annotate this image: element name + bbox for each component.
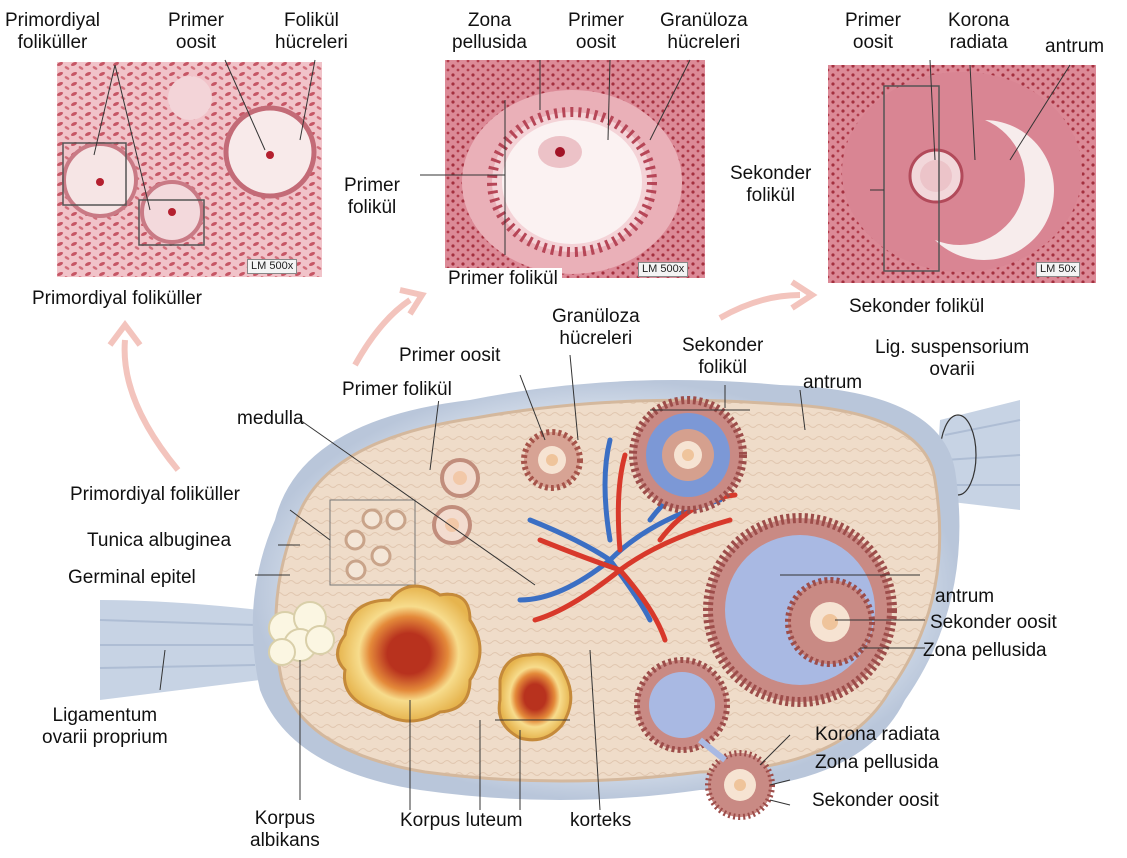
primary-micrograph: [445, 60, 705, 278]
secondary-follicle-large: [708, 518, 892, 702]
lm-tag-primordial: LM 500x: [247, 259, 297, 274]
label-antrum-right: antrum: [935, 586, 994, 608]
label-corpus-luteum: Korpus luteum: [400, 810, 523, 832]
corpus-luteum-small: [499, 654, 571, 740]
secondary-follicle-top: [633, 400, 743, 510]
lm-tag-primary: LM 500x: [638, 262, 688, 277]
label-ovarian-ligament: Ligamentum ovarii proprium: [42, 705, 168, 749]
lm-tag-secondary: LM 50x: [1036, 262, 1080, 277]
label-secondary-follicle: Sekonder folikül: [678, 335, 767, 379]
label-tunica-albuginea: Tunica albuginea: [87, 530, 231, 552]
label-primary-oocyte-micro3: Primer oosit: [845, 10, 901, 54]
label-zona-pellucida-micro: Zona pellusida: [452, 10, 527, 54]
label-primary-oocyte-micro2: Primer oosit: [568, 10, 624, 54]
label-granulosa-cells-micro: Granüloza hücreleri: [660, 10, 748, 54]
label-zona-pellucida-right: Zona pellusida: [923, 640, 1047, 662]
caption-primary: Primer folikül: [444, 268, 562, 290]
label-cortex: korteks: [570, 810, 631, 832]
label-zona-pellucida-bottom: Zona pellusida: [815, 752, 939, 774]
label-corpus-albicans: Korpus albikans: [250, 808, 320, 852]
label-follicle-cells: Folikül hücreleri: [275, 10, 348, 54]
secondary-micrograph: [828, 65, 1096, 283]
label-medulla: medulla: [237, 408, 304, 430]
label-primary-follicle: Primer folikül: [338, 379, 456, 401]
label-primordial-follicles: Primordiyal foliküller: [66, 484, 244, 506]
label-primary-oocyte-micro1: Primer oosit: [168, 10, 224, 54]
label-primordial-follicles-micro: Primordiyal foliküller: [5, 10, 100, 54]
primordial-micrograph: [57, 62, 322, 277]
caption-primordial: Primordiyal foliküller: [28, 288, 206, 310]
label-secondary-follicle-side: Sekonder folikül: [726, 163, 815, 207]
label-suspensory-ligament: Lig. suspensorium ovarii: [875, 337, 1029, 381]
label-secondary-oocyte-right: Sekonder oosit: [930, 612, 1057, 634]
label-germinal-epithelium: Germinal epitel: [68, 567, 196, 589]
label-primary-follicle-side: Primer folikül: [340, 175, 404, 219]
label-secondary-oocyte-bottom: Sekonder oosit: [812, 790, 939, 812]
label-antrum-top: antrum: [803, 372, 862, 394]
caption-secondary: Sekonder folikül: [845, 296, 988, 318]
label-granulosa-cells: Granüloza hücreleri: [548, 306, 644, 350]
label-primary-oocyte: Primer oosit: [395, 345, 504, 367]
label-antrum-micro: antrum: [1045, 36, 1104, 58]
label-corona-radiata: Korona radiata: [815, 724, 940, 746]
label-corona-radiata-micro: Korona radiata: [948, 10, 1009, 54]
